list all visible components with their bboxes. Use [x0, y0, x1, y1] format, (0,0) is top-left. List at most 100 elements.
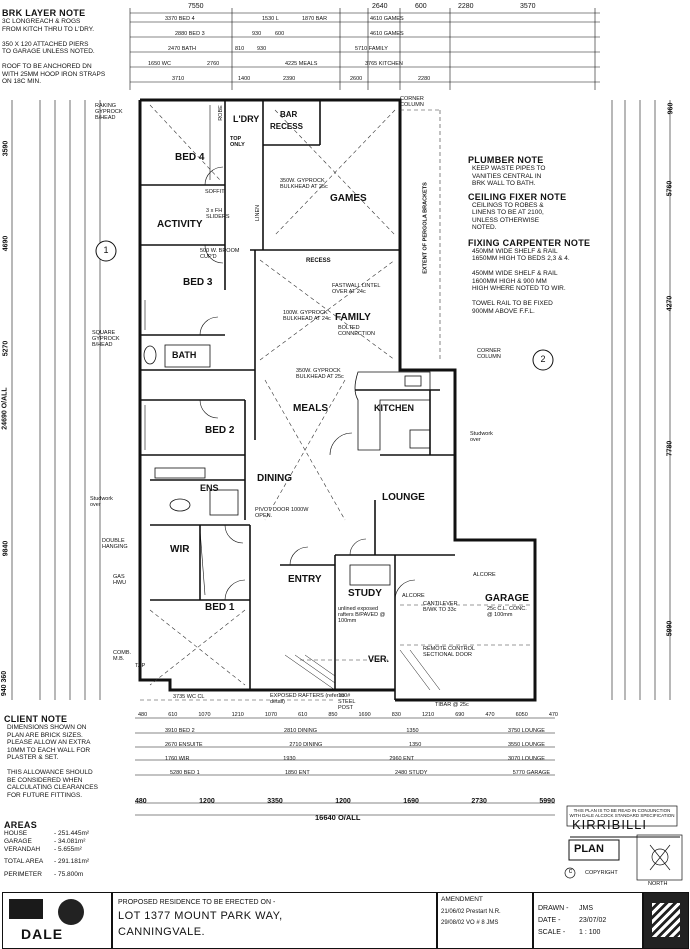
bottom-dim-overall: 16640 O/ALL: [315, 813, 361, 822]
area-row: VERANDAH- 5.655m²: [4, 846, 129, 854]
ceiling-note-line: UNLESS OTHERWISE: [472, 216, 540, 224]
room-wir: WIR: [170, 544, 190, 555]
note-garage-cl: 25c C.L. CONC. @ 100mm: [487, 606, 527, 618]
address-line-1: LOT 1377 MOUNT PARK WAY,: [118, 910, 283, 922]
carpenter-note-line: 450mm WIDE SHELF & RAIL: [472, 270, 558, 277]
bottom-dim-value: 1930: [283, 756, 296, 762]
bottom-dim-value: 480: [135, 798, 147, 805]
bottom-dim-value: 480: [138, 712, 148, 718]
robe-shelves: [144, 105, 211, 596]
area-label: HOUSE: [4, 830, 28, 837]
bottom-dim-value: 470: [485, 712, 495, 718]
top-dim-row5-1: 3710: [172, 76, 185, 82]
top-dim-overall-3: 600: [415, 3, 427, 10]
quality-badge-icon: [643, 892, 689, 949]
room-activity: ACTIVITY: [157, 219, 203, 230]
note-alcore-left: ALCORE: [402, 593, 425, 599]
bottom-dim-value: 830: [391, 712, 401, 718]
bottom-dim-value: 2480 STUDY: [395, 770, 428, 776]
client-note-line: 10mm TO EACH WALL FOR: [7, 746, 91, 754]
carpenter-note-line: 1650mm HIGH TO BEDS 2,3 & 4.: [472, 255, 570, 262]
note-corner-column-right: CORNER COLUMN: [477, 348, 501, 360]
left-dim-3: 5270: [2, 340, 10, 357]
grid-marker-1-label: 1: [103, 245, 109, 255]
bottom-dim-value: 1210: [421, 712, 435, 718]
copyright-symbol: c: [568, 868, 573, 875]
perimeter-row: PERIMETER - 75.800m: [4, 871, 129, 878]
note-fastwall-lintel: FASTWALL LINTEL OVER AT 24c: [332, 283, 381, 295]
room-family: FAMILY: [335, 312, 371, 323]
bottom-dim-value: 1070: [264, 712, 278, 718]
bottom-dim-value: 2810 DINING: [284, 728, 318, 734]
top-dim-row1-1: 3370 BED 4: [165, 16, 195, 22]
top-dim-row1-4: 4610 GAMES: [370, 16, 404, 22]
address-line-2: CANNINGVALE.: [118, 926, 206, 938]
note-tap: TAP: [135, 663, 146, 669]
proposed-label: PROPOSED RESIDENCE TO BE ERECTED ON -: [118, 899, 276, 906]
room-meals: MEALS: [293, 403, 328, 414]
top-dim-row3-2: 810: [235, 46, 245, 52]
client-note-line: PLASTER & SET.: [7, 754, 59, 761]
date-value: 23/07/02: [579, 917, 607, 924]
room-bar: BAR: [280, 110, 298, 119]
carpenter-note-lines: 450mm WIDE SHELF & RAIL1650mm HIGH TO BE…: [472, 248, 608, 316]
bottom-dim-value: 1200: [335, 798, 351, 805]
area-value: - 5.655m²: [54, 846, 82, 853]
bottom-dim-value: 2960 ENT: [389, 756, 415, 762]
drawn-label: DRAWN -: [538, 905, 569, 912]
left-dim-1: 3590: [2, 140, 10, 157]
grid-marker-2: [532, 349, 554, 371]
client-note-line: [7, 762, 129, 770]
perimeter-label: PERIMETER: [4, 871, 42, 878]
top-dim-row1-3: 1870 BAR: [302, 16, 328, 22]
ceiling-note-line: LINENS TO BE AT 2100,: [472, 209, 544, 216]
plumber-note-title: PLUMBER NOTE: [468, 155, 544, 165]
right-dim-1: 960: [667, 102, 675, 115]
areas-title: AREAS: [4, 820, 38, 830]
brk-note-line: 350 x 120 ATTACHED PIERS: [2, 40, 89, 48]
room-games: GAMES: [330, 193, 367, 204]
area-value: - 34.081m²: [54, 838, 86, 845]
note-gas-hwu: GAS HWU: [113, 574, 127, 586]
note-studwork-left: Studwork over: [90, 496, 113, 508]
top-dim-row4-4: 3765 KITCHEN: [365, 61, 403, 67]
bottom-dim-value: 470: [548, 712, 558, 718]
date-label: DATE -: [538, 917, 561, 924]
note-double-hanging: DOUBLE HANGING: [102, 538, 128, 550]
top-dimension-lines: [129, 8, 600, 90]
emblem-icon: [58, 899, 84, 925]
room-lounge: LOUNGE: [382, 492, 425, 503]
amendment-label: AMENDMENT: [441, 896, 483, 903]
amendment-block: AMENDMENT 21/06/02 Prestart N.R. 29/08/0…: [437, 892, 533, 949]
note-square-gyprock: SQUARE GYPROCK B/HEAD: [92, 330, 120, 348]
standard-spec-note: THIS PLAN IS TO BE READ IN CONJUNCTION W…: [569, 808, 675, 818]
top-dim-row5-4: 2600: [350, 76, 363, 82]
bottom-dim-value: 1200: [199, 798, 215, 805]
note-fh-sliders: 3 x FH SLIDERS: [206, 208, 230, 220]
note-top-only: TOP ONLY: [230, 136, 245, 148]
bottom-dim-value: 3550 LOUNGE: [507, 742, 545, 748]
top-dim-row4-1: 1650 WC: [148, 61, 171, 67]
bottom-dim-value: 1690: [358, 712, 371, 718]
room-bed-2: BED 2: [205, 425, 235, 436]
area-label: GARAGE: [4, 838, 32, 845]
badge-stripes-icon: [652, 903, 680, 937]
carpenter-note-line: 900mm ABOVE F.F.L.: [472, 307, 535, 315]
ceiling-note-line: NOTED.: [472, 224, 497, 231]
carpenter-note-line: 450mm WIDE SHELF & RAIL: [472, 247, 558, 255]
plumber-note-line: KEEP WASTE PIPES TO: [472, 165, 546, 172]
left-dim-5: 9840: [2, 540, 10, 557]
grid-marker-1: [95, 240, 117, 262]
plan-label: PLAN: [574, 843, 604, 855]
bottom-dim-value: 850: [328, 712, 338, 718]
door-swings: [199, 166, 416, 601]
bottom-dim-value: 1690: [403, 798, 419, 805]
